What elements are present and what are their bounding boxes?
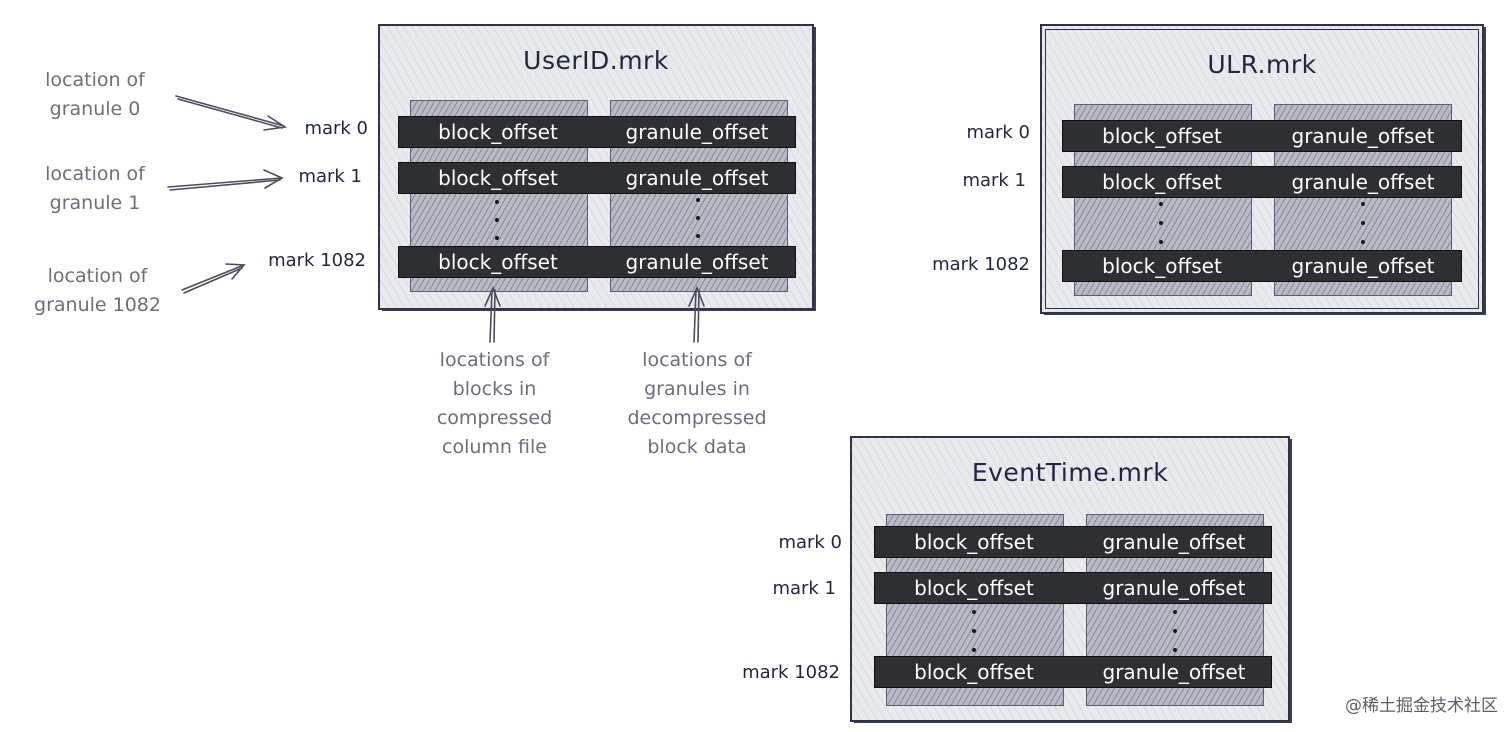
block-offset-cell: block_offset	[914, 660, 1034, 684]
userid-mark-1-label: mark 1	[298, 166, 362, 187]
arrow-granule-1082	[181, 263, 246, 294]
arrow-blocks-up	[484, 285, 501, 343]
ulr-mark-1-label: mark 1	[962, 170, 1026, 191]
ulr-row-1082: block_offset granule_offset	[1062, 250, 1462, 282]
userid-row-0: block_offset granule_offset	[398, 116, 796, 148]
annotation-granule-1: location of granule 1	[45, 163, 145, 214]
annotation-blocks-locations: locations of blocks in compressed column…	[436, 349, 553, 458]
userid-mark-1082-label: mark 1082	[268, 250, 366, 271]
ulr-granule-ellipsis	[1360, 202, 1366, 244]
eventtime-row-1: block_offset granule_offset	[874, 572, 1272, 604]
granule-offset-cell: granule_offset	[625, 166, 769, 190]
arrow-granule-1	[167, 169, 284, 191]
block-offset-cell: block_offset	[438, 250, 558, 274]
userid-mrk-box: UserID.mrk block_offset granule_offset b…	[378, 24, 814, 310]
granule-offset-cell: granule_offset	[1291, 170, 1435, 194]
eventtime-mark-0-label: mark 0	[778, 532, 842, 553]
userid-block-ellipsis	[494, 200, 500, 240]
annotation-granule-1082: location of granule 1082	[34, 265, 161, 316]
arrow-granules-up	[688, 285, 705, 343]
ulr-block-ellipsis	[1158, 202, 1164, 244]
userid-granule-ellipsis	[695, 198, 701, 238]
watermark: @稀土掘金技术社区	[1345, 696, 1498, 716]
granule-offset-cell: granule_offset	[625, 250, 769, 274]
userid-row-1: block_offset granule_offset	[398, 162, 796, 194]
userid-row-1082: block_offset granule_offset	[398, 246, 796, 278]
ulr-mark-1082-label: mark 1082	[932, 254, 1030, 275]
block-offset-cell: block_offset	[914, 576, 1034, 600]
block-offset-cell: block_offset	[1102, 254, 1222, 278]
eventtime-row-1082: block_offset granule_offset	[874, 656, 1272, 688]
annotation-granule-0: location of granule 0	[45, 69, 145, 120]
ulr-mark-0-label: mark 0	[966, 122, 1030, 143]
granule-offset-cell: granule_offset	[625, 120, 769, 144]
ulr-mrk-box: ULR.mrk block_offset granule_offset bloc…	[1040, 24, 1484, 314]
annotation-granules-locations: locations of granules in decompressed bl…	[627, 349, 767, 458]
granule-offset-cell: granule_offset	[1291, 124, 1435, 148]
eventtime-granule-ellipsis	[1172, 610, 1178, 652]
block-offset-cell: block_offset	[438, 166, 558, 190]
eventtime-block-ellipsis	[971, 610, 977, 652]
granule-offset-cell: granule_offset	[1102, 660, 1246, 684]
granule-offset-cell: granule_offset	[1291, 254, 1435, 278]
block-offset-cell: block_offset	[1102, 124, 1222, 148]
eventtime-mark-1082-label: mark 1082	[742, 662, 840, 683]
block-offset-cell: block_offset	[914, 530, 1034, 554]
arrow-granule-0	[175, 95, 288, 131]
ulr-row-1: block_offset granule_offset	[1062, 166, 1462, 198]
ulr-row-0: block_offset granule_offset	[1062, 120, 1462, 152]
block-offset-cell: block_offset	[1102, 170, 1222, 194]
ulr-mrk-title: ULR.mrk	[1207, 50, 1317, 79]
eventtime-mrk-box: EventTime.mrk block_offset granule_offse…	[850, 436, 1290, 722]
eventtime-mrk-title: EventTime.mrk	[971, 458, 1169, 487]
block-offset-cell: block_offset	[438, 120, 558, 144]
eventtime-row-0: block_offset granule_offset	[874, 526, 1272, 558]
granule-offset-cell: granule_offset	[1102, 530, 1246, 554]
userid-mark-0-label: mark 0	[304, 118, 368, 139]
eventtime-mark-1-label: mark 1	[772, 578, 836, 599]
userid-mrk-title: UserID.mrk	[523, 46, 669, 75]
granule-offset-cell: granule_offset	[1102, 576, 1246, 600]
